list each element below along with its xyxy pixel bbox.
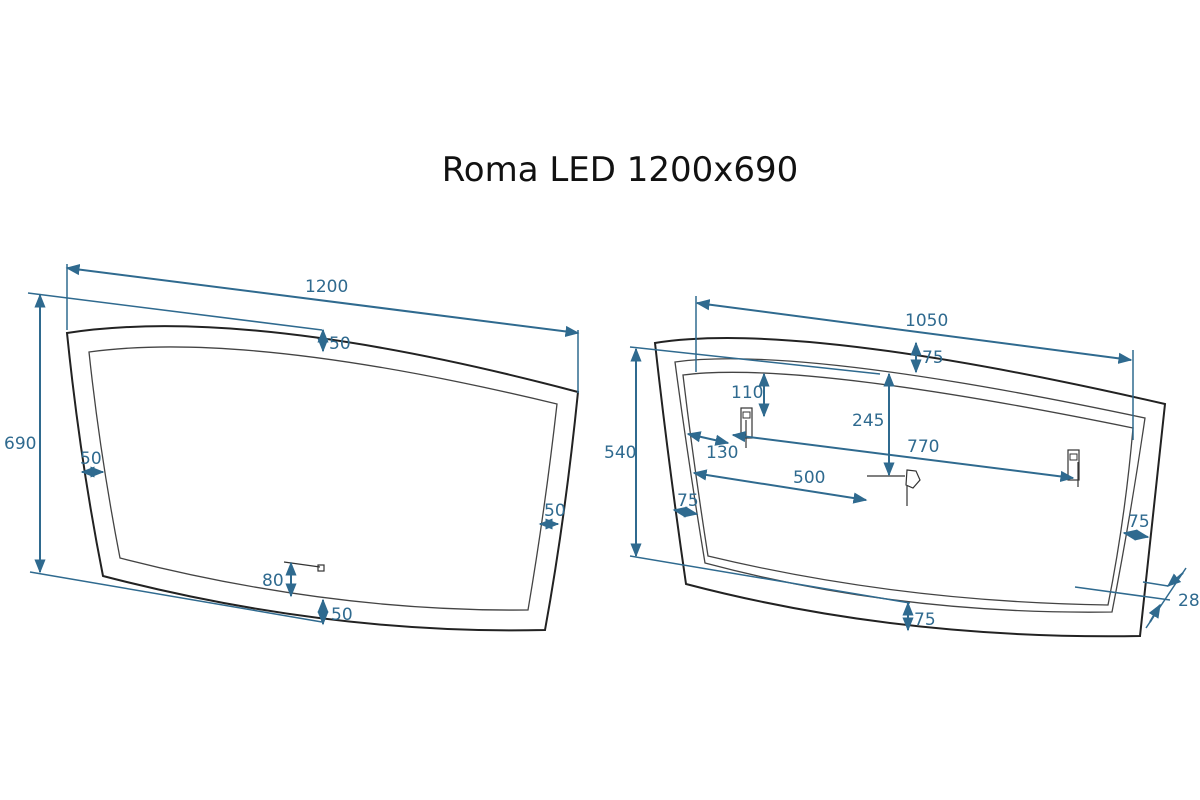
front-view: 1200 690 50 50 50 80 50 [4,264,580,632]
dim-frame-bottom-label: 50 [331,605,353,625]
dim-height-label: 690 [4,434,36,454]
dim-back-frame-top-label: 75 [922,348,944,368]
touch-switch-icon [317,564,325,572]
dim-center-top-label: 245 [852,411,884,431]
dim-width-label: 1200 [305,277,348,297]
mirror-inner-outline [88,346,558,611]
mirror-outer-outline [65,325,580,632]
switch-marker-line [283,561,321,568]
dim-back-frame-left-label: 75 [677,491,699,511]
dim-bracket-left-label: 130 [706,443,738,463]
dim-bracket-spacing-label: 770 [907,437,939,457]
dim-line-width [65,264,580,337]
dim-back-frame-right-label: 75 [1128,512,1150,532]
dim-frame-top-label: 50 [329,334,351,354]
dim-back-frame-bottom-label: 75 [914,610,936,630]
power-box-icon [867,469,921,506]
back-view: 1050 540 75 110 245 770 130 500 75 75 75… [604,296,1200,638]
back-inner-outline [682,371,1134,606]
back-frame-outline [674,358,1146,613]
dim-bracket-top-label: 110 [731,383,763,403]
dim-back-height-label: 540 [604,443,636,463]
dim-switch-offset-label: 80 [262,571,284,591]
drawing-title: Roma LED 1200x690 [441,150,799,190]
dim-center-left-label: 500 [793,468,825,488]
dim-frame-left-label: 50 [80,449,102,469]
dim-back-width-label: 1050 [905,311,948,331]
dim-depth-label: 28 [1178,591,1200,611]
dim-frame-right-label: 50 [544,501,566,521]
